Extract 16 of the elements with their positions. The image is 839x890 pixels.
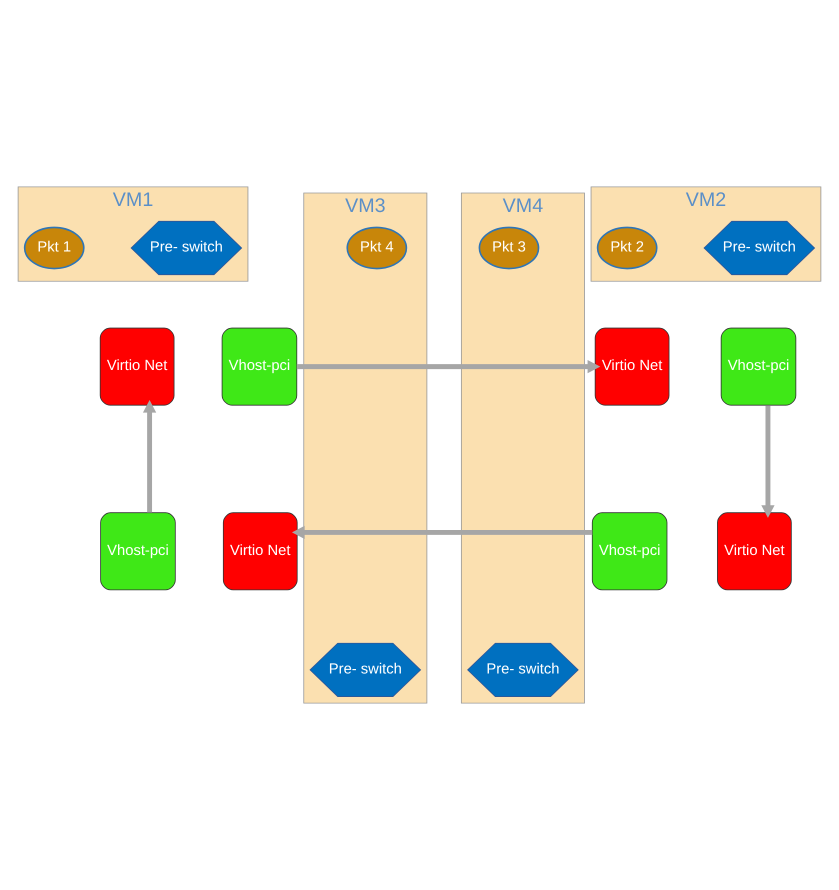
arrow [142,400,156,513]
node-ellipse: Pkt 4 [346,226,408,270]
node-box: Virtio Net [100,328,174,406]
node-box: Vhost-pci [222,328,298,406]
node-box: Vhost-pci [592,512,668,590]
node-box: Virtio Net [717,512,792,590]
node-ellipse: Pkt 2 [596,226,658,270]
arrow [761,405,775,518]
node-ellipse: Pkt 3 [478,226,540,270]
node-box: Vhost-pci [100,512,176,590]
node-box: Virtio Net [222,512,298,590]
arrow [296,360,600,374]
node-box: Virtio Net [594,328,670,406]
node-box: Vhost-pci [720,328,796,406]
arrow [292,526,592,540]
node-ellipse: Pkt 1 [24,226,85,270]
